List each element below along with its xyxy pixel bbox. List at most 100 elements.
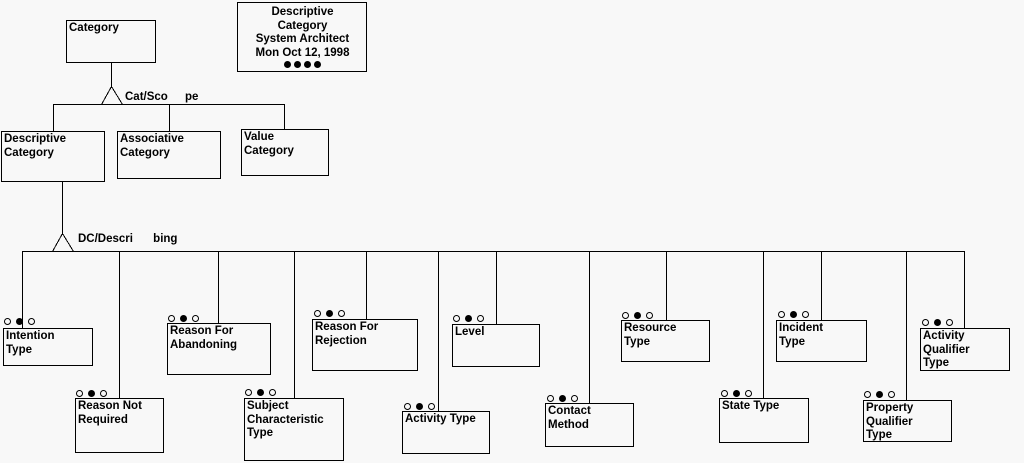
filled-circle-icon	[257, 389, 264, 396]
subtype-markers-incident-type	[778, 311, 809, 318]
entity-label-line: Abandoning	[170, 338, 238, 351]
entity-box-category[interactable]: Category	[66, 20, 156, 63]
filled-circle-icon	[304, 61, 311, 68]
entity-label-line: Type	[624, 335, 650, 348]
entity-label-line: State Type	[722, 400, 780, 412]
filled-circle-icon	[16, 318, 23, 325]
entity-label-line: Reason Not	[78, 400, 142, 412]
entity-label-line: Category	[69, 22, 119, 34]
subtype-markers-contact-method	[547, 395, 578, 402]
entity-label-line: Type	[779, 335, 805, 348]
open-circle-icon	[100, 390, 107, 397]
open-circle-icon	[922, 319, 929, 326]
relationship-label-dc-describing[interactable]: DC/Descri bing	[78, 233, 177, 246]
filled-circle-icon	[559, 395, 566, 402]
open-circle-icon	[802, 311, 809, 318]
entity-label-line: Method	[548, 418, 589, 431]
open-circle-icon	[245, 389, 252, 396]
open-circle-icon	[778, 311, 785, 318]
open-circle-icon	[888, 391, 895, 398]
entity-label-line: Type	[6, 343, 32, 356]
entity-label-line: Subject	[247, 400, 289, 412]
entity-label-line: Incident	[779, 322, 824, 334]
entity-label-line: Level	[455, 326, 485, 338]
relationship-label-cat-scope[interactable]: Cat/Sco pe	[125, 91, 198, 104]
subtype-markers-activity-type	[404, 403, 435, 410]
open-circle-icon	[622, 312, 629, 319]
filled-circle-icon	[284, 61, 291, 68]
subtype-triangle-icon[interactable]	[51, 232, 75, 252]
open-circle-icon	[404, 403, 411, 410]
subtype-markers-intention-type	[4, 318, 35, 325]
entity-label-line: Type	[923, 357, 949, 369]
entity-label-line: Type	[866, 429, 892, 441]
open-circle-icon	[338, 310, 345, 317]
relationship-label-line: Cat/Sco	[125, 91, 168, 103]
entity-box-activity-type[interactable]: Activity Type	[402, 411, 490, 454]
entity-label-line: Category	[120, 146, 170, 159]
filled-circle-icon	[180, 315, 187, 322]
open-circle-icon	[314, 310, 321, 317]
subtype-markers-reason-for-abandoning	[168, 315, 199, 322]
open-circle-icon	[4, 318, 11, 325]
entity-box-level[interactable]: Level	[452, 324, 540, 367]
open-circle-icon	[745, 390, 752, 397]
entity-label-line: Rejection	[315, 334, 367, 347]
entity-box-state-type[interactable]: State Type	[719, 398, 809, 443]
subtype-markers-subject-characteristic-type	[245, 389, 276, 396]
entity-label-line: Activity Type	[405, 413, 476, 425]
entity-label-line: Descriptive	[271, 6, 334, 18]
entity-label-line: Type	[247, 427, 273, 439]
open-circle-icon	[168, 315, 175, 322]
open-circle-icon	[864, 391, 871, 398]
subtype-triangle-icon[interactable]	[100, 85, 124, 105]
filled-circle-icon	[465, 315, 472, 322]
filled-circle-icon	[934, 319, 941, 326]
subtype-markers-reason-not-required	[76, 390, 107, 397]
open-circle-icon	[453, 315, 460, 322]
filled-circle-icon	[294, 61, 301, 68]
filled-circle-icon	[876, 391, 883, 398]
open-circle-icon	[192, 315, 199, 322]
filled-circle-icon	[733, 390, 740, 397]
filled-circle-icon	[634, 312, 641, 319]
relationship-label-line: pe	[185, 91, 199, 103]
open-circle-icon	[547, 395, 554, 402]
entity-label-line: Associative	[120, 133, 184, 145]
filled-circle-icon	[326, 310, 333, 317]
entity-label-line: Required	[78, 413, 128, 426]
open-circle-icon	[477, 315, 484, 322]
open-circle-icon	[571, 395, 578, 402]
entity-label-line: Category	[4, 146, 54, 159]
open-circle-icon	[428, 403, 435, 410]
open-circle-icon	[269, 389, 276, 396]
subtype-markers-resource-type	[622, 312, 653, 319]
filled-circle-icon	[790, 311, 797, 318]
entity-label-line: Reason For	[170, 325, 234, 337]
entity-label-line: Characteristic	[247, 413, 324, 426]
filled-circle-icon	[88, 390, 95, 397]
entity-label-line: Value	[244, 131, 275, 143]
entity-label-line: Descriptive	[4, 133, 67, 145]
entity-label-line: Resource	[624, 322, 677, 334]
open-circle-icon	[28, 318, 35, 325]
entity-label-line: Qualifier	[866, 415, 913, 428]
open-circle-icon	[721, 390, 728, 397]
entity-label-line: Intention	[6, 330, 55, 342]
